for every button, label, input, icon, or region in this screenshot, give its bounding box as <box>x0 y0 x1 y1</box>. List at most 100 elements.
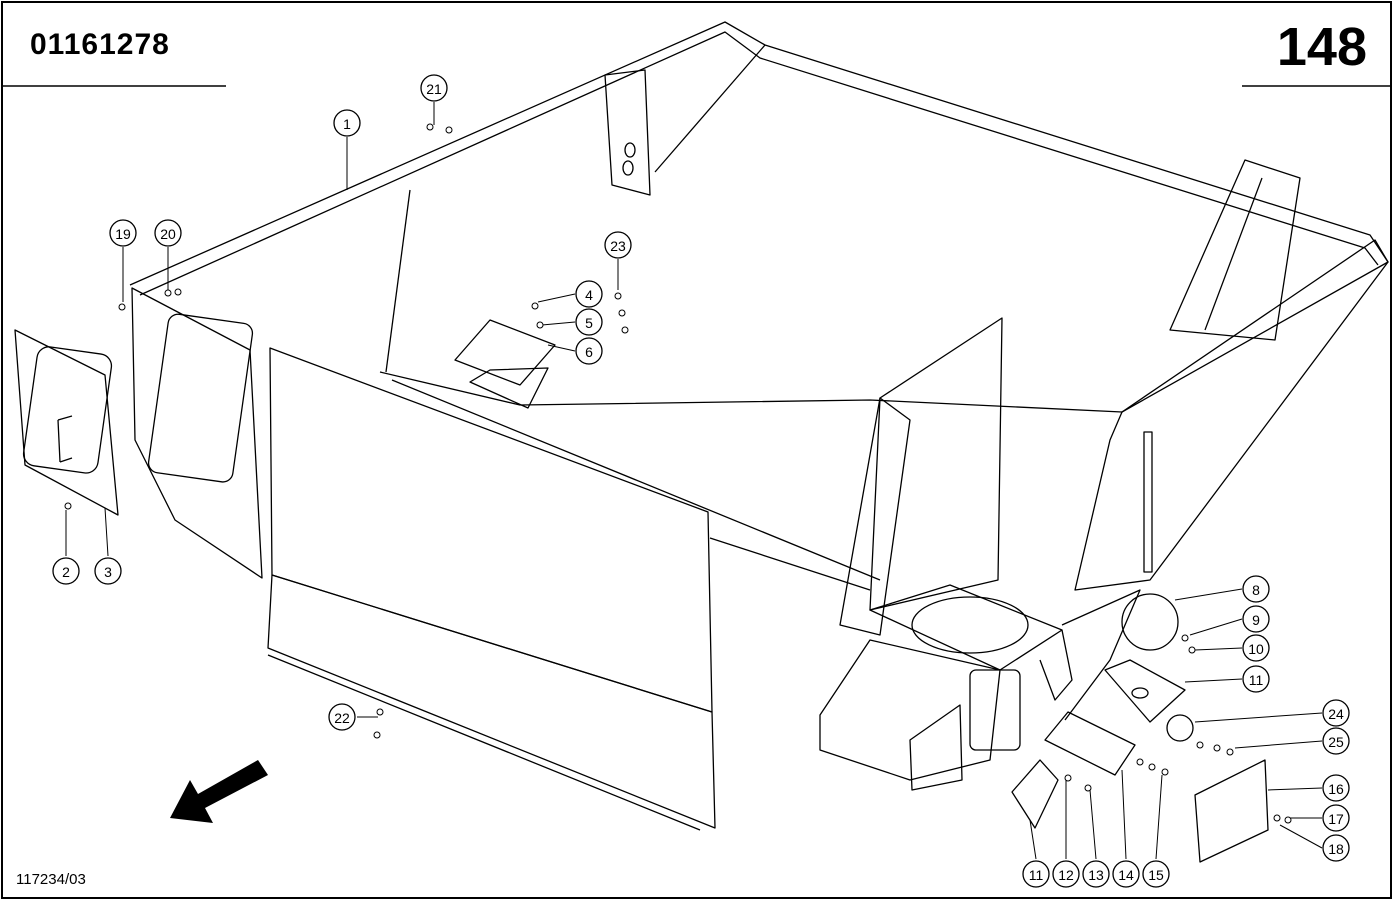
right-side-slot <box>1143 431 1153 573</box>
callout-23: 23 <box>604 231 632 259</box>
center-chute-side <box>839 397 911 636</box>
round-cover-24 <box>1166 714 1194 742</box>
callout-13: 13 <box>1082 860 1110 888</box>
callout-circle <box>1022 860 1050 888</box>
callout-label: 19 <box>115 226 131 242</box>
drawing-reference: 117234/03 <box>16 871 86 888</box>
callout-circle <box>1052 860 1080 888</box>
document-number: 01161278 <box>30 28 170 61</box>
callout-circle <box>1242 634 1270 662</box>
callout-circle <box>328 703 356 731</box>
callout-circle <box>52 557 80 585</box>
callout-circle <box>1322 774 1350 802</box>
chute-lower-box <box>819 639 1001 781</box>
callout-11: 11 <box>1022 860 1050 888</box>
front-panel-lower <box>267 574 716 829</box>
callout-circle <box>94 557 122 585</box>
callout-label: 11 <box>1029 867 1044 883</box>
callout-label: 11 <box>1249 672 1264 688</box>
callout-circle <box>333 109 361 137</box>
callout-3: 3 <box>94 557 122 585</box>
callout-label: 14 <box>1118 867 1134 883</box>
frame-back-right-edge <box>654 44 766 173</box>
callout-label: 22 <box>334 710 350 726</box>
callout-circle <box>1322 834 1350 862</box>
left-side-panel <box>131 287 263 579</box>
callout-2: 2 <box>52 557 80 585</box>
cover-plate-opening <box>469 367 549 409</box>
chute-bracket <box>1039 629 1073 701</box>
callout-17: 17 <box>1322 804 1350 832</box>
callout-circle <box>604 231 632 259</box>
callout-circle <box>1242 575 1270 603</box>
callout-label: 2 <box>62 564 70 580</box>
callout-label: 1 <box>343 116 351 132</box>
post-hole-1 <box>624 142 636 158</box>
front-panel-flange <box>267 654 701 831</box>
callout-label: 15 <box>1148 867 1164 883</box>
callout-label: 20 <box>160 226 176 242</box>
callout-1: 1 <box>333 109 361 137</box>
callout-circle <box>1322 804 1350 832</box>
floor-beam <box>1061 589 1141 721</box>
callout-label: 18 <box>1328 841 1344 857</box>
callout-label: 4 <box>585 287 593 303</box>
right-post-inner <box>1204 177 1263 331</box>
callout-circle <box>1142 860 1170 888</box>
round-cover-8 <box>1121 593 1179 651</box>
post-hole-2 <box>622 160 634 176</box>
callout-20: 20 <box>154 219 182 247</box>
callout-25: 25 <box>1322 727 1350 755</box>
callout-21: 21 <box>420 74 448 102</box>
center-chute-wall <box>869 317 1003 611</box>
callout-10: 10 <box>1242 634 1270 662</box>
arrow-down-left-icon <box>170 760 268 823</box>
callout-circle <box>154 219 182 247</box>
inspection-door <box>14 329 119 516</box>
callout-label: 8 <box>1252 582 1260 598</box>
back-wall-left-edge <box>385 189 411 373</box>
callout-11: 11 <box>1242 665 1270 693</box>
callout-circle <box>109 219 137 247</box>
chute-top-box <box>869 584 1063 671</box>
flange-plate-11a-hole <box>1131 687 1149 699</box>
chute-front-face <box>909 704 963 791</box>
callout-circle <box>420 74 448 102</box>
callout-label: 23 <box>610 238 626 254</box>
back-wall-bottom <box>379 371 1123 413</box>
left-window-opening <box>147 313 254 483</box>
callout-label: 17 <box>1328 811 1344 827</box>
callout-label: 21 <box>426 81 442 97</box>
callout-circle <box>1112 860 1140 888</box>
callout-circle <box>1322 727 1350 755</box>
callout-circle <box>1242 605 1270 633</box>
callout-label: 25 <box>1328 734 1344 750</box>
callout-label: 10 <box>1248 641 1264 657</box>
page-number: 148 <box>1276 17 1367 77</box>
callout-4: 4 <box>575 280 603 308</box>
callout-15: 15 <box>1142 860 1170 888</box>
cover-plate <box>454 319 556 386</box>
cover-plate-14 <box>1044 711 1136 776</box>
callout-6: 6 <box>575 337 603 365</box>
callout-12: 12 <box>1052 860 1080 888</box>
back-wall-diagonal <box>391 379 881 581</box>
callout-16: 16 <box>1322 774 1350 802</box>
callout-label: 5 <box>585 315 593 331</box>
rear-post <box>604 69 651 196</box>
callout-8: 8 <box>1242 575 1270 603</box>
chute-side-window <box>969 669 1021 751</box>
callout-circle <box>1322 699 1350 727</box>
callout-label: 6 <box>585 344 593 360</box>
frame-top-rim <box>129 21 1389 413</box>
callout-18: 18 <box>1322 834 1350 862</box>
right-post <box>1169 159 1301 341</box>
floor-line <box>709 537 871 591</box>
callout-circle <box>1242 665 1270 693</box>
callout-label: 12 <box>1058 867 1074 883</box>
callout-circle <box>575 308 603 336</box>
flange-plate-11a <box>1104 659 1186 723</box>
frame-top-rim-inner <box>139 31 1379 296</box>
